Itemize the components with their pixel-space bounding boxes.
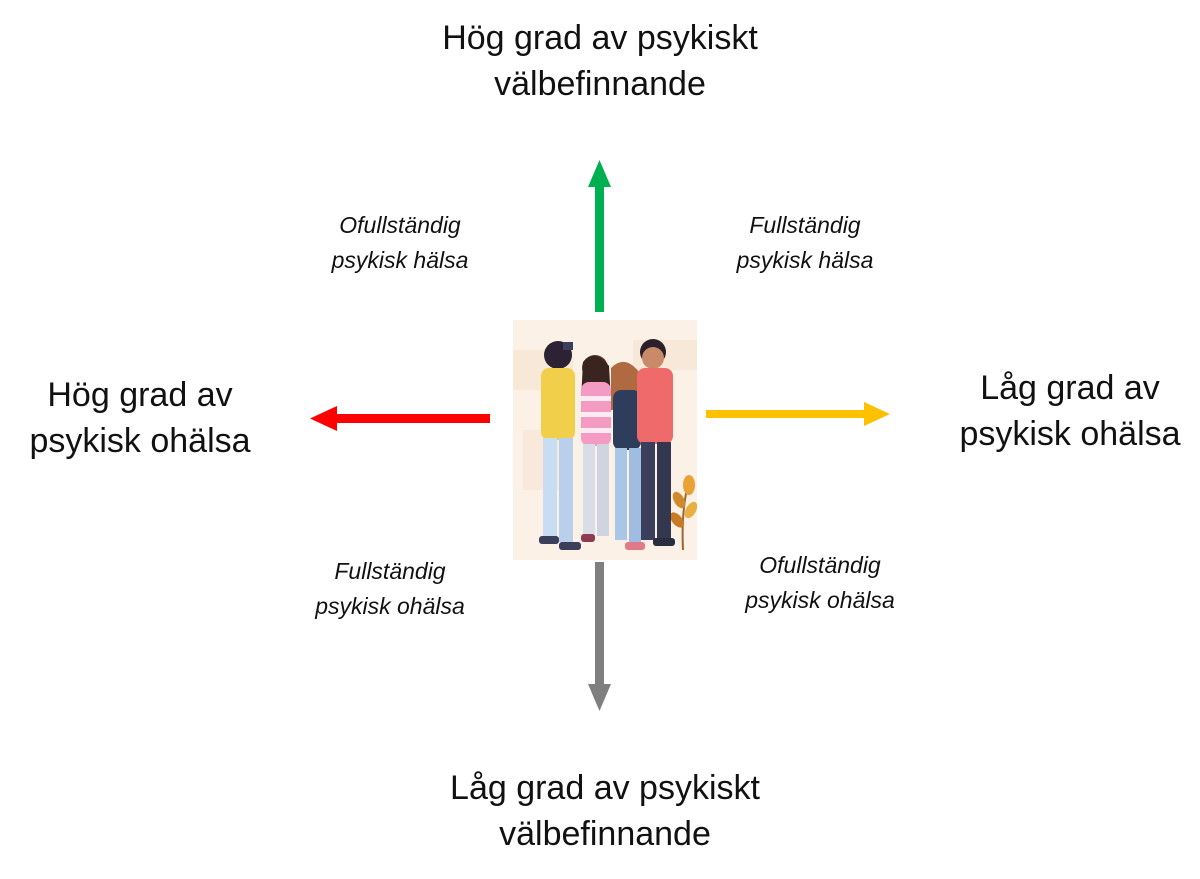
person-navy-top [611,361,645,550]
left-axis-label-line2: psykisk ohälsa [29,422,251,460]
top-axis-label-line2: välbefinnande [494,65,706,103]
group-illustration [513,320,697,560]
bottom-axis-label-line1: Låg grad av psykiskt [450,769,760,807]
arrow-down [588,562,611,711]
person-yellow-shirt [539,341,581,550]
left-axis-label-line1: Hög grad av [47,376,233,414]
quadrant-bottom-right-line1: Ofullständig [759,552,881,578]
bottom-axis-label: Låg grad av psykiskt välbefinnande [405,765,805,857]
right-axis-label-line2: psykisk ohälsa [959,415,1181,453]
top-axis-label-line1: Hög grad av psykiskt [442,19,758,57]
quadrant-top-right-line1: Fullständig [749,212,861,238]
quadrant-top-right-label: Fullständig psykisk hälsa [700,208,910,278]
plant-decoration [670,475,697,551]
person-pink-shirt [581,355,611,542]
quadrant-top-left-line2: psykisk hälsa [331,247,469,273]
quadrant-bottom-left-label: Fullständig psykisk ohälsa [280,554,500,624]
person-red-shirt [637,339,675,546]
right-axis-label: Låg grad av psykisk ohälsa [940,365,1200,457]
quadrant-top-left-label: Ofullständig psykisk hälsa [290,208,510,278]
top-axis-label: Hög grad av psykiskt välbefinnande [400,15,800,107]
arrow-right [706,402,890,426]
left-axis-label: Hög grad av psykisk ohälsa [0,372,280,464]
quadrant-top-right-line2: psykisk hälsa [736,247,874,273]
arrow-up [588,160,611,312]
right-axis-label-line1: Låg grad av [980,369,1160,407]
quadrant-bottom-right-line2: psykisk ohälsa [745,587,895,613]
quadrant-bottom-left-line2: psykisk ohälsa [315,593,465,619]
bottom-axis-label-line2: välbefinnande [499,815,711,853]
quadrant-bottom-left-line1: Fullständig [334,558,446,584]
arrow-left [310,406,490,431]
quadrant-top-left-line1: Ofullständig [339,212,461,238]
quadrant-bottom-right-label: Ofullständig psykisk ohälsa [710,548,930,618]
